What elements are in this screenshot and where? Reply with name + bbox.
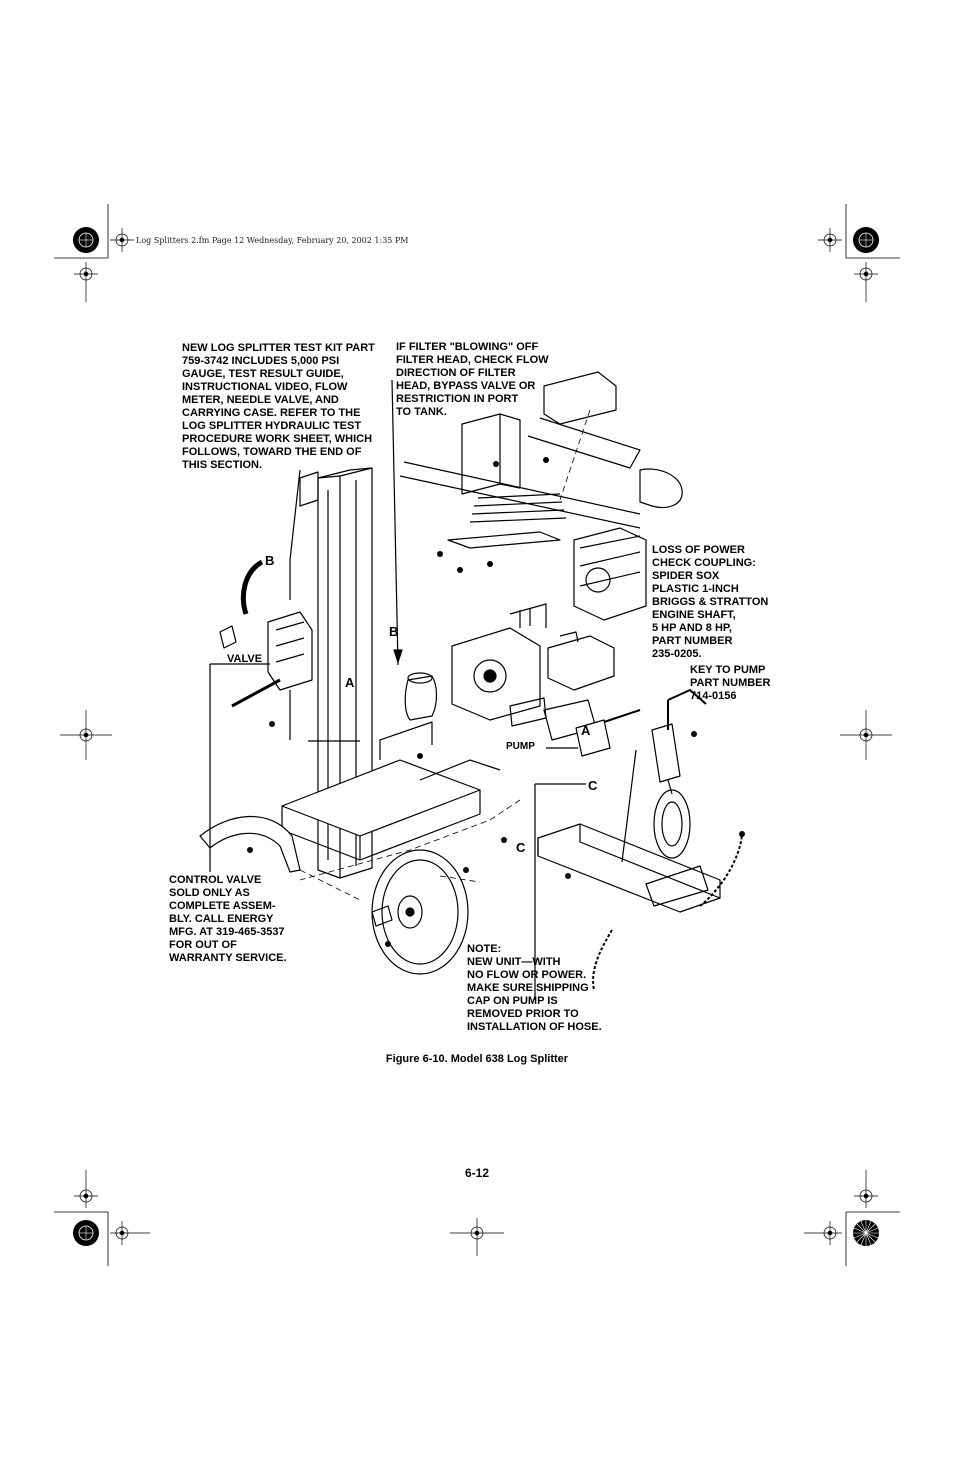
fuel-tank xyxy=(547,635,615,691)
label-valve: VALVE xyxy=(227,653,263,665)
crosshair-icon xyxy=(854,262,878,302)
corner-target-icon xyxy=(73,227,99,253)
note-control-valve: CONTROL VALVE SOLD ONLY AS COMPLETE ASSE… xyxy=(169,874,287,964)
label-b-mid: B xyxy=(389,624,399,639)
crosshair-icon xyxy=(818,228,842,252)
crosshair-icon xyxy=(60,710,112,760)
label-pump: PUMP xyxy=(506,741,535,752)
engine xyxy=(573,527,647,621)
crosshair-icon xyxy=(840,710,892,760)
starburst-target-icon xyxy=(853,1220,879,1246)
corner-target-icon xyxy=(73,1220,99,1246)
note-filter: IF FILTER "BLOWING" OFF FILTER HEAD, CHE… xyxy=(396,341,549,418)
jack-stand xyxy=(651,723,681,783)
oil-filter xyxy=(404,675,438,721)
crosshair-icon xyxy=(804,1221,842,1245)
crosshair-icon xyxy=(110,1221,150,1245)
main-frame xyxy=(281,759,481,837)
crosshair-icon xyxy=(74,262,98,302)
label-c-bottom: C xyxy=(516,840,526,855)
note-new-unit: NOTE: NEW UNIT—WITH NO FLOW OR POWER. MA… xyxy=(467,943,602,1033)
safety-chain xyxy=(699,833,743,907)
note-pump-key: KEY TO PUMP PART NUMBER 714-0156 xyxy=(690,664,771,702)
wheel-fender xyxy=(199,815,301,873)
muffler xyxy=(639,468,683,509)
label-b-top: B xyxy=(265,553,275,568)
cooling-fins xyxy=(447,493,567,549)
label-c-right: C xyxy=(588,778,598,793)
crosshair-icon xyxy=(854,1170,878,1208)
hydraulic-hose xyxy=(240,559,264,615)
label-a-left: A xyxy=(345,675,355,690)
figure-caption: Figure 6-10. Model 638 Log Splitter xyxy=(385,1053,569,1065)
corner-target-icon xyxy=(853,227,879,253)
control-valve xyxy=(267,611,313,691)
note-test-kit: NEW LOG SPLITTER TEST KIT PART 759-3742 … xyxy=(182,342,375,471)
file-info-header: Log Splitters 2.fm Page 12 Wednesday, Fe… xyxy=(136,236,409,245)
crosshair-icon xyxy=(74,1170,98,1208)
page-number: 6-12 xyxy=(464,1166,490,1180)
label-a-right: A xyxy=(581,723,591,738)
crosshair-icon xyxy=(110,228,134,252)
wheel xyxy=(371,849,469,975)
crosshair-icon xyxy=(450,1218,504,1256)
note-loss-of-power: LOSS OF POWER CHECK COUPLING: SPIDER SOX… xyxy=(652,544,769,660)
